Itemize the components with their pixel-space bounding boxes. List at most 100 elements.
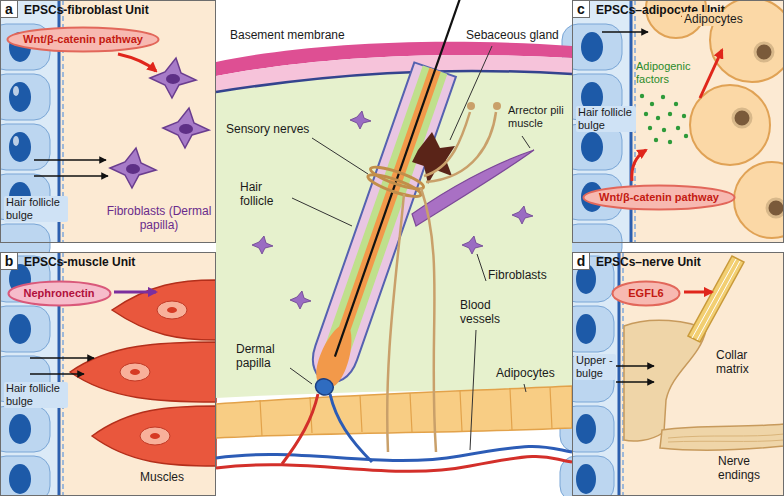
nerve-ending-band [660,424,784,450]
nucleus [140,427,170,445]
nucleus [733,109,751,127]
oval-shape [613,281,680,305]
part-label: Fibroblasts (Dermal papilla) [104,204,214,232]
oval-shape [8,27,159,51]
epidermis [216,55,572,92]
nerve-fibre [424,112,470,176]
nerve-fibre [692,259,736,338]
factor-dot [644,112,648,116]
nucleus [581,32,603,62]
factor-dot [654,138,658,142]
nucleus [9,464,31,494]
part-label: Sebaceous gland [466,28,559,42]
artery [282,394,318,464]
leader-line [450,46,492,140]
part-label: Sensory nerves [226,122,309,136]
leader-lines [290,46,530,450]
nerve-ring [366,171,423,201]
part-label: Muscles [140,470,184,484]
part-label: Upper -bulge [574,354,616,380]
factor-dot [668,140,672,144]
nucleolus [130,369,140,375]
pathway-name: Wnt/β-catenin pathway [599,191,719,204]
panel-title: EPSCs–nerve Unit [596,255,701,270]
leader-line [477,254,486,281]
nucleus [120,363,150,381]
fibroblast [462,236,483,254]
signal-arrow [632,150,646,181]
part-label: Fibroblasts [488,268,547,282]
nerve-fibre [697,261,740,340]
signal-arrow [114,291,156,294]
panel-title: EPSCs-fibroblast Unit [24,3,149,18]
panel-letter: d [573,253,590,270]
stem-cell [0,124,50,170]
part-label: Arrector pili muscle [508,104,566,130]
factor-dot [656,116,660,120]
factor-dot [674,102,678,106]
factor-dot [650,102,654,106]
factor-dot [661,95,665,99]
part-label: Dermal papilla [236,342,288,370]
factor-dot [682,114,686,118]
part-label: Adipocytes [682,12,745,26]
nucleus [9,82,31,112]
part-label: Hair follicle bulge [4,196,68,222]
nucleus [126,164,140,174]
adipocyte [734,162,784,238]
pathway-name: Wnt/β-catenin pathway [23,33,143,46]
factor-dot [662,128,666,132]
nucleus [157,301,187,319]
nucleus-shine [13,136,19,146]
nerve-ending [493,102,501,110]
stem-cell [0,306,50,352]
part-label: Hair follicle bulge [4,382,68,408]
migration-arrow [616,365,654,367]
panel-letter: b [1,253,18,270]
artery [216,456,572,471]
nucleus-shine [13,86,19,96]
basement-membrane [216,71,572,92]
hair-shaft [335,0,470,357]
stem-cell [0,406,50,452]
leader-line [522,136,530,148]
nucleus [576,414,596,444]
part-label: Hair follicle [240,180,288,208]
panel-letter: c [573,1,590,18]
pathway-oval: Wnt/β-catenin pathway [6,26,160,53]
leader-line [290,368,312,384]
fibroblast [110,148,156,188]
fibroblast [150,58,196,98]
nucleus [576,464,596,494]
nucleus [755,43,773,61]
migration-arrow [30,373,84,375]
nerve-ending [467,102,475,110]
fibroblast [512,206,533,224]
pathway-oval: Wnt/β-catenin pathway [582,184,736,211]
pathway-name: Nephronectin [24,287,95,300]
nucleus [576,314,596,344]
part-label: Nerve endings [718,454,774,482]
nerve-fibre [421,188,436,452]
migration-arrow [616,381,654,383]
muscle-cell [70,342,216,402]
migration-arrow [34,175,108,177]
dermal-papilla [313,376,335,397]
factor-dot [684,134,688,138]
fibroblast-cells [110,58,209,188]
stem-cell [0,74,50,120]
stem-cell [0,456,50,496]
oval-shape [8,281,110,305]
factor-dot [640,94,644,98]
migration-arrow [602,31,648,33]
nucleus [166,74,180,84]
bulge-cells [0,24,50,264]
muscle-cell [112,280,216,340]
unit-panel: bEPSCs-muscle UnitNephronectin [0,252,216,496]
nucleus [9,414,31,444]
fibroblast [350,111,371,129]
part-label: Blood vessels [460,298,504,326]
nucleolus [167,307,177,313]
nerve-fibre [387,194,404,452]
